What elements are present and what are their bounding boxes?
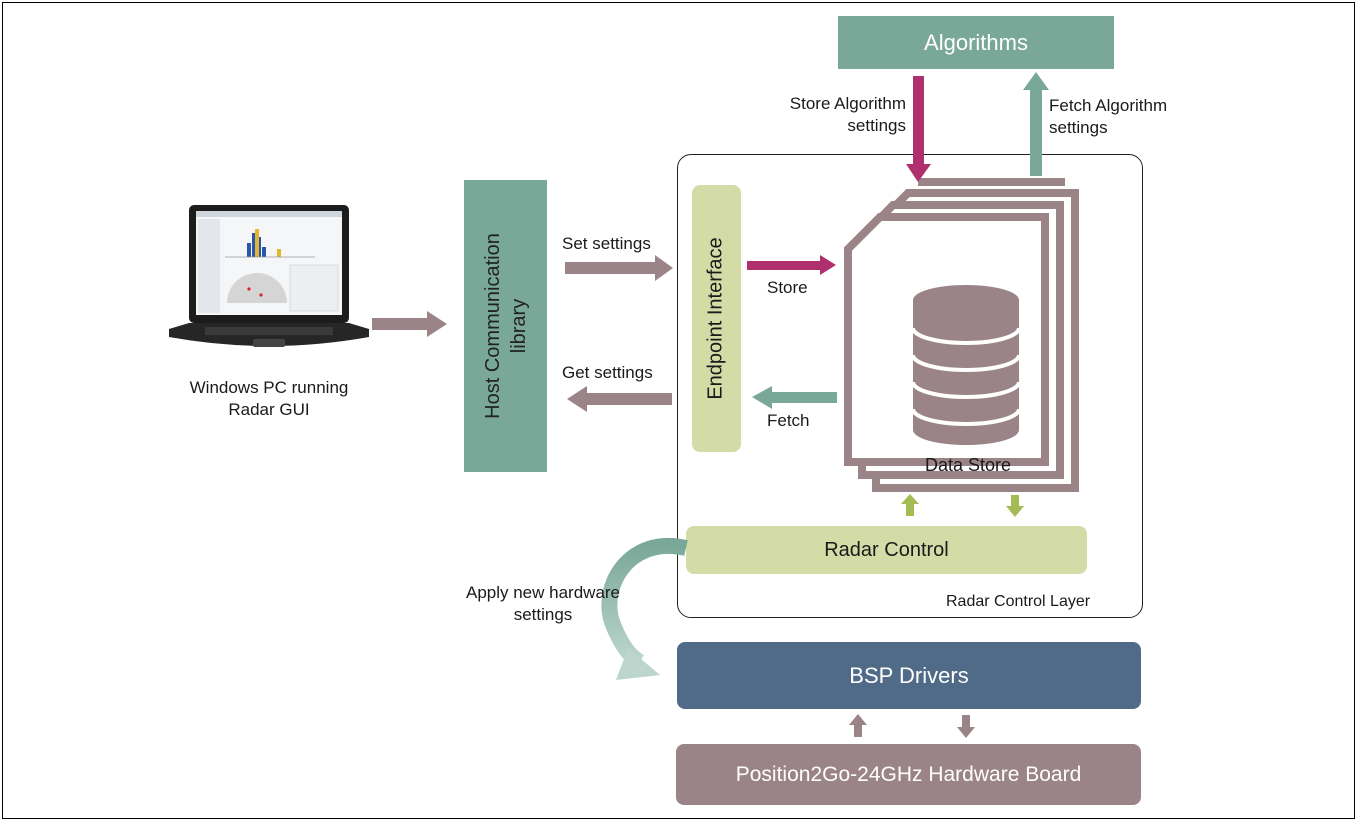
data-store-label: Data Store [925,455,1012,475]
store-label: Store [767,278,808,297]
bsp-up-arrow [849,714,867,737]
endpoint-interface-box: Endpoint Interface [692,185,741,452]
data-store-down-arrow [1006,495,1024,517]
bsp-down-arrow [957,715,975,738]
database-icon [911,285,1021,445]
fetch-label: Fetch [767,411,810,430]
get-settings-arrow [567,386,672,412]
data-store-up-arrow [901,494,919,516]
apply-hardware-arrow [601,538,688,680]
get-settings-label: Get settings [562,363,653,382]
host-communication-library-box: Host Communication library [464,180,547,472]
apply-hw-line1: Apply new hardware [465,583,621,602]
store-algorithm-arrow [906,76,931,182]
hardware-board-box: Position2Go-24GHz Hardware Board [676,744,1141,805]
radar-control-box: Radar Control [686,526,1087,574]
apply-hw-line2: settings [513,605,573,624]
windows-pc-label-line2: Radar GUI [228,400,310,419]
bsp-drivers-label: BSP Drivers [849,662,969,688]
algorithms-label: Algorithms [924,29,1028,55]
set-settings-label: Set settings [562,234,651,253]
set-settings-arrow [565,255,673,281]
radar-control-layer-label: Radar Control Layer [946,593,1091,610]
laptop-icon [165,203,373,363]
store-arrow [747,255,836,275]
store-algo-line2: settings [847,116,906,135]
radar-control-layer-container [677,154,1143,618]
store-algo-line1: Store Algorithm [789,94,906,113]
fetch-arrow [752,386,837,409]
radar-control-label: Radar Control [824,538,949,561]
windows-pc-label: Windows PC running Radar GUI [165,377,373,421]
hardware-board-label: Position2Go-24GHz Hardware Board [735,762,1082,786]
fetch-algo-line1: Fetch Algorithm [1049,96,1168,115]
algorithms-box: Algorithms [838,16,1114,69]
windows-pc-label-line1: Windows PC running [189,378,349,397]
apply-new-hardware-label: Apply new hardware settings [438,582,648,626]
bsp-drivers-box: BSP Drivers [677,642,1141,709]
fetch-algo-line2: settings [1049,118,1108,137]
fetch-algorithm-settings-label: Fetch Algorithm settings [1049,95,1167,139]
store-algorithm-settings-label: Store Algorithm settings [756,93,906,137]
laptop-to-host-arrow [372,311,447,337]
fetch-algorithm-arrow [1023,72,1049,176]
